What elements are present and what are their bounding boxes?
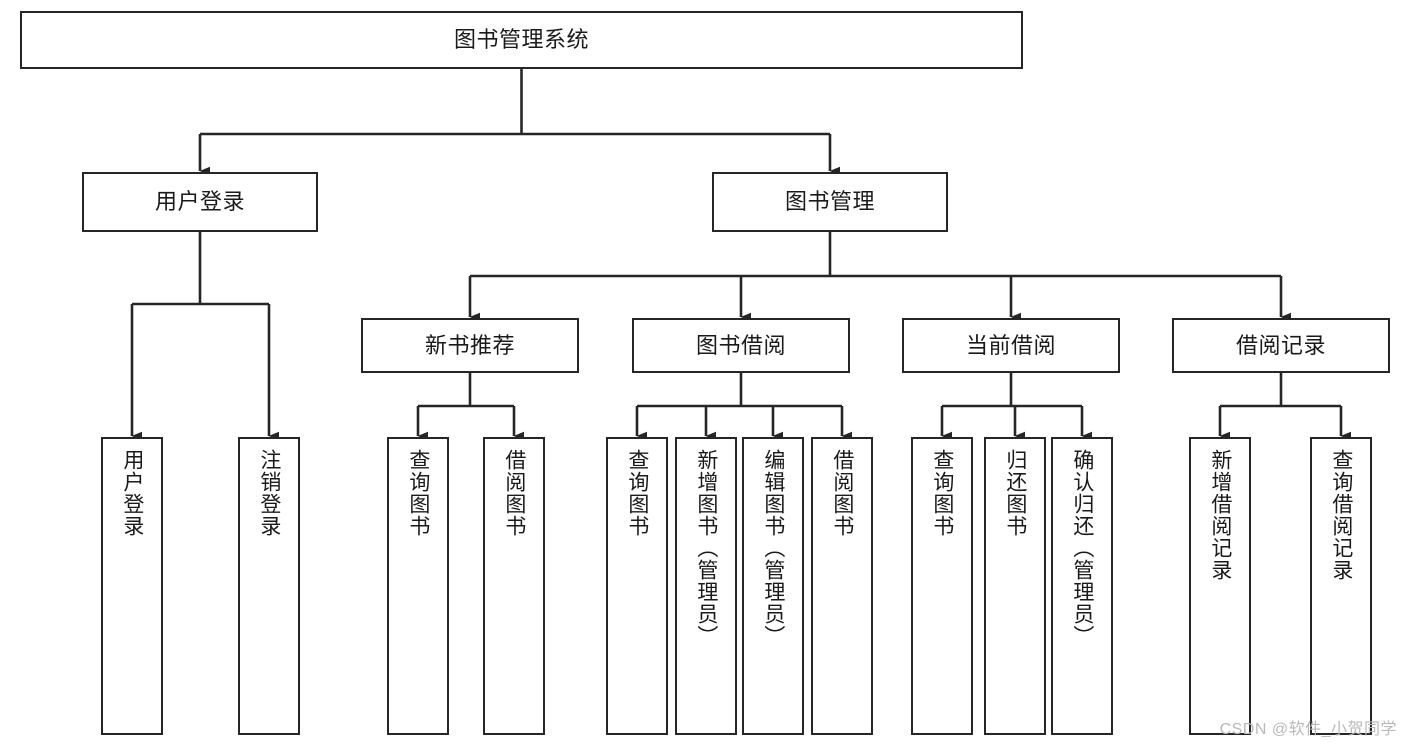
node-leaf-query-book-cur[interactable]: 查询图书 — [911, 437, 973, 735]
node-root[interactable]: 图书管理系统 — [20, 11, 1023, 69]
node-leaf-query-record[interactable]: 查询借阅记录 — [1310, 437, 1372, 735]
node-book-manage[interactable]: 图书管理 — [712, 172, 948, 232]
node-leaf-add-book[interactable]: 新增图书（管理员） — [675, 437, 737, 735]
node-user-login-label: 用户登录 — [154, 189, 245, 215]
node-leaf-query-record-label: 查询借阅记录 — [1329, 449, 1353, 581]
node-current-borrow[interactable]: 当前借阅 — [902, 318, 1120, 373]
node-leaf-confirm-return[interactable]: 确认归还（管理员） — [1051, 437, 1113, 735]
node-leaf-borrow-book-bor[interactable]: 借阅图书 — [811, 437, 873, 735]
node-leaf-borrow-book-bor-label: 借阅图书 — [830, 449, 854, 537]
node-leaf-add-book-label: 新增图书（管理员） — [694, 449, 718, 647]
node-book-borrow[interactable]: 图书借阅 — [632, 318, 850, 373]
node-leaf-edit-book-label: 编辑图书（管理员） — [761, 449, 785, 647]
node-new-book-recommend[interactable]: 新书推荐 — [361, 318, 579, 373]
node-leaf-borrow-book-rec[interactable]: 借阅图书 — [483, 437, 545, 735]
node-leaf-query-book-bor[interactable]: 查询图书 — [606, 437, 668, 735]
node-user-login[interactable]: 用户登录 — [82, 172, 318, 232]
node-leaf-user-logout-label: 注销登录 — [257, 449, 281, 537]
node-leaf-user-login-label: 用户登录 — [120, 449, 144, 537]
node-book-manage-label: 图书管理 — [784, 189, 875, 215]
node-leaf-return-book[interactable]: 归还图书 — [984, 437, 1046, 735]
node-new-book-recommend-label: 新书推荐 — [424, 332, 515, 358]
node-leaf-query-book-bor-label: 查询图书 — [625, 449, 649, 537]
node-leaf-query-book-rec[interactable]: 查询图书 — [387, 437, 449, 735]
node-leaf-borrow-book-rec-label: 借阅图书 — [502, 449, 526, 537]
node-book-borrow-label: 图书借阅 — [695, 332, 786, 358]
node-leaf-return-book-label: 归还图书 — [1003, 449, 1027, 537]
node-leaf-add-record[interactable]: 新增借阅记录 — [1189, 437, 1251, 735]
node-leaf-query-book-cur-label: 查询图书 — [930, 449, 954, 537]
node-leaf-user-logout[interactable]: 注销登录 — [238, 437, 300, 735]
node-borrow-record[interactable]: 借阅记录 — [1172, 318, 1390, 373]
node-current-borrow-label: 当前借阅 — [965, 332, 1056, 358]
watermark: CSDN @软件_小贺同学 — [1219, 721, 1397, 738]
node-leaf-edit-book[interactable]: 编辑图书（管理员） — [742, 437, 804, 735]
node-leaf-query-book-rec-label: 查询图书 — [406, 449, 430, 537]
node-borrow-record-label: 借阅记录 — [1235, 332, 1326, 358]
node-leaf-confirm-return-label: 确认归还（管理员） — [1070, 449, 1094, 647]
node-root-label: 图书管理系统 — [453, 27, 589, 53]
node-leaf-add-record-label: 新增借阅记录 — [1208, 449, 1232, 581]
node-leaf-user-login[interactable]: 用户登录 — [101, 437, 163, 735]
